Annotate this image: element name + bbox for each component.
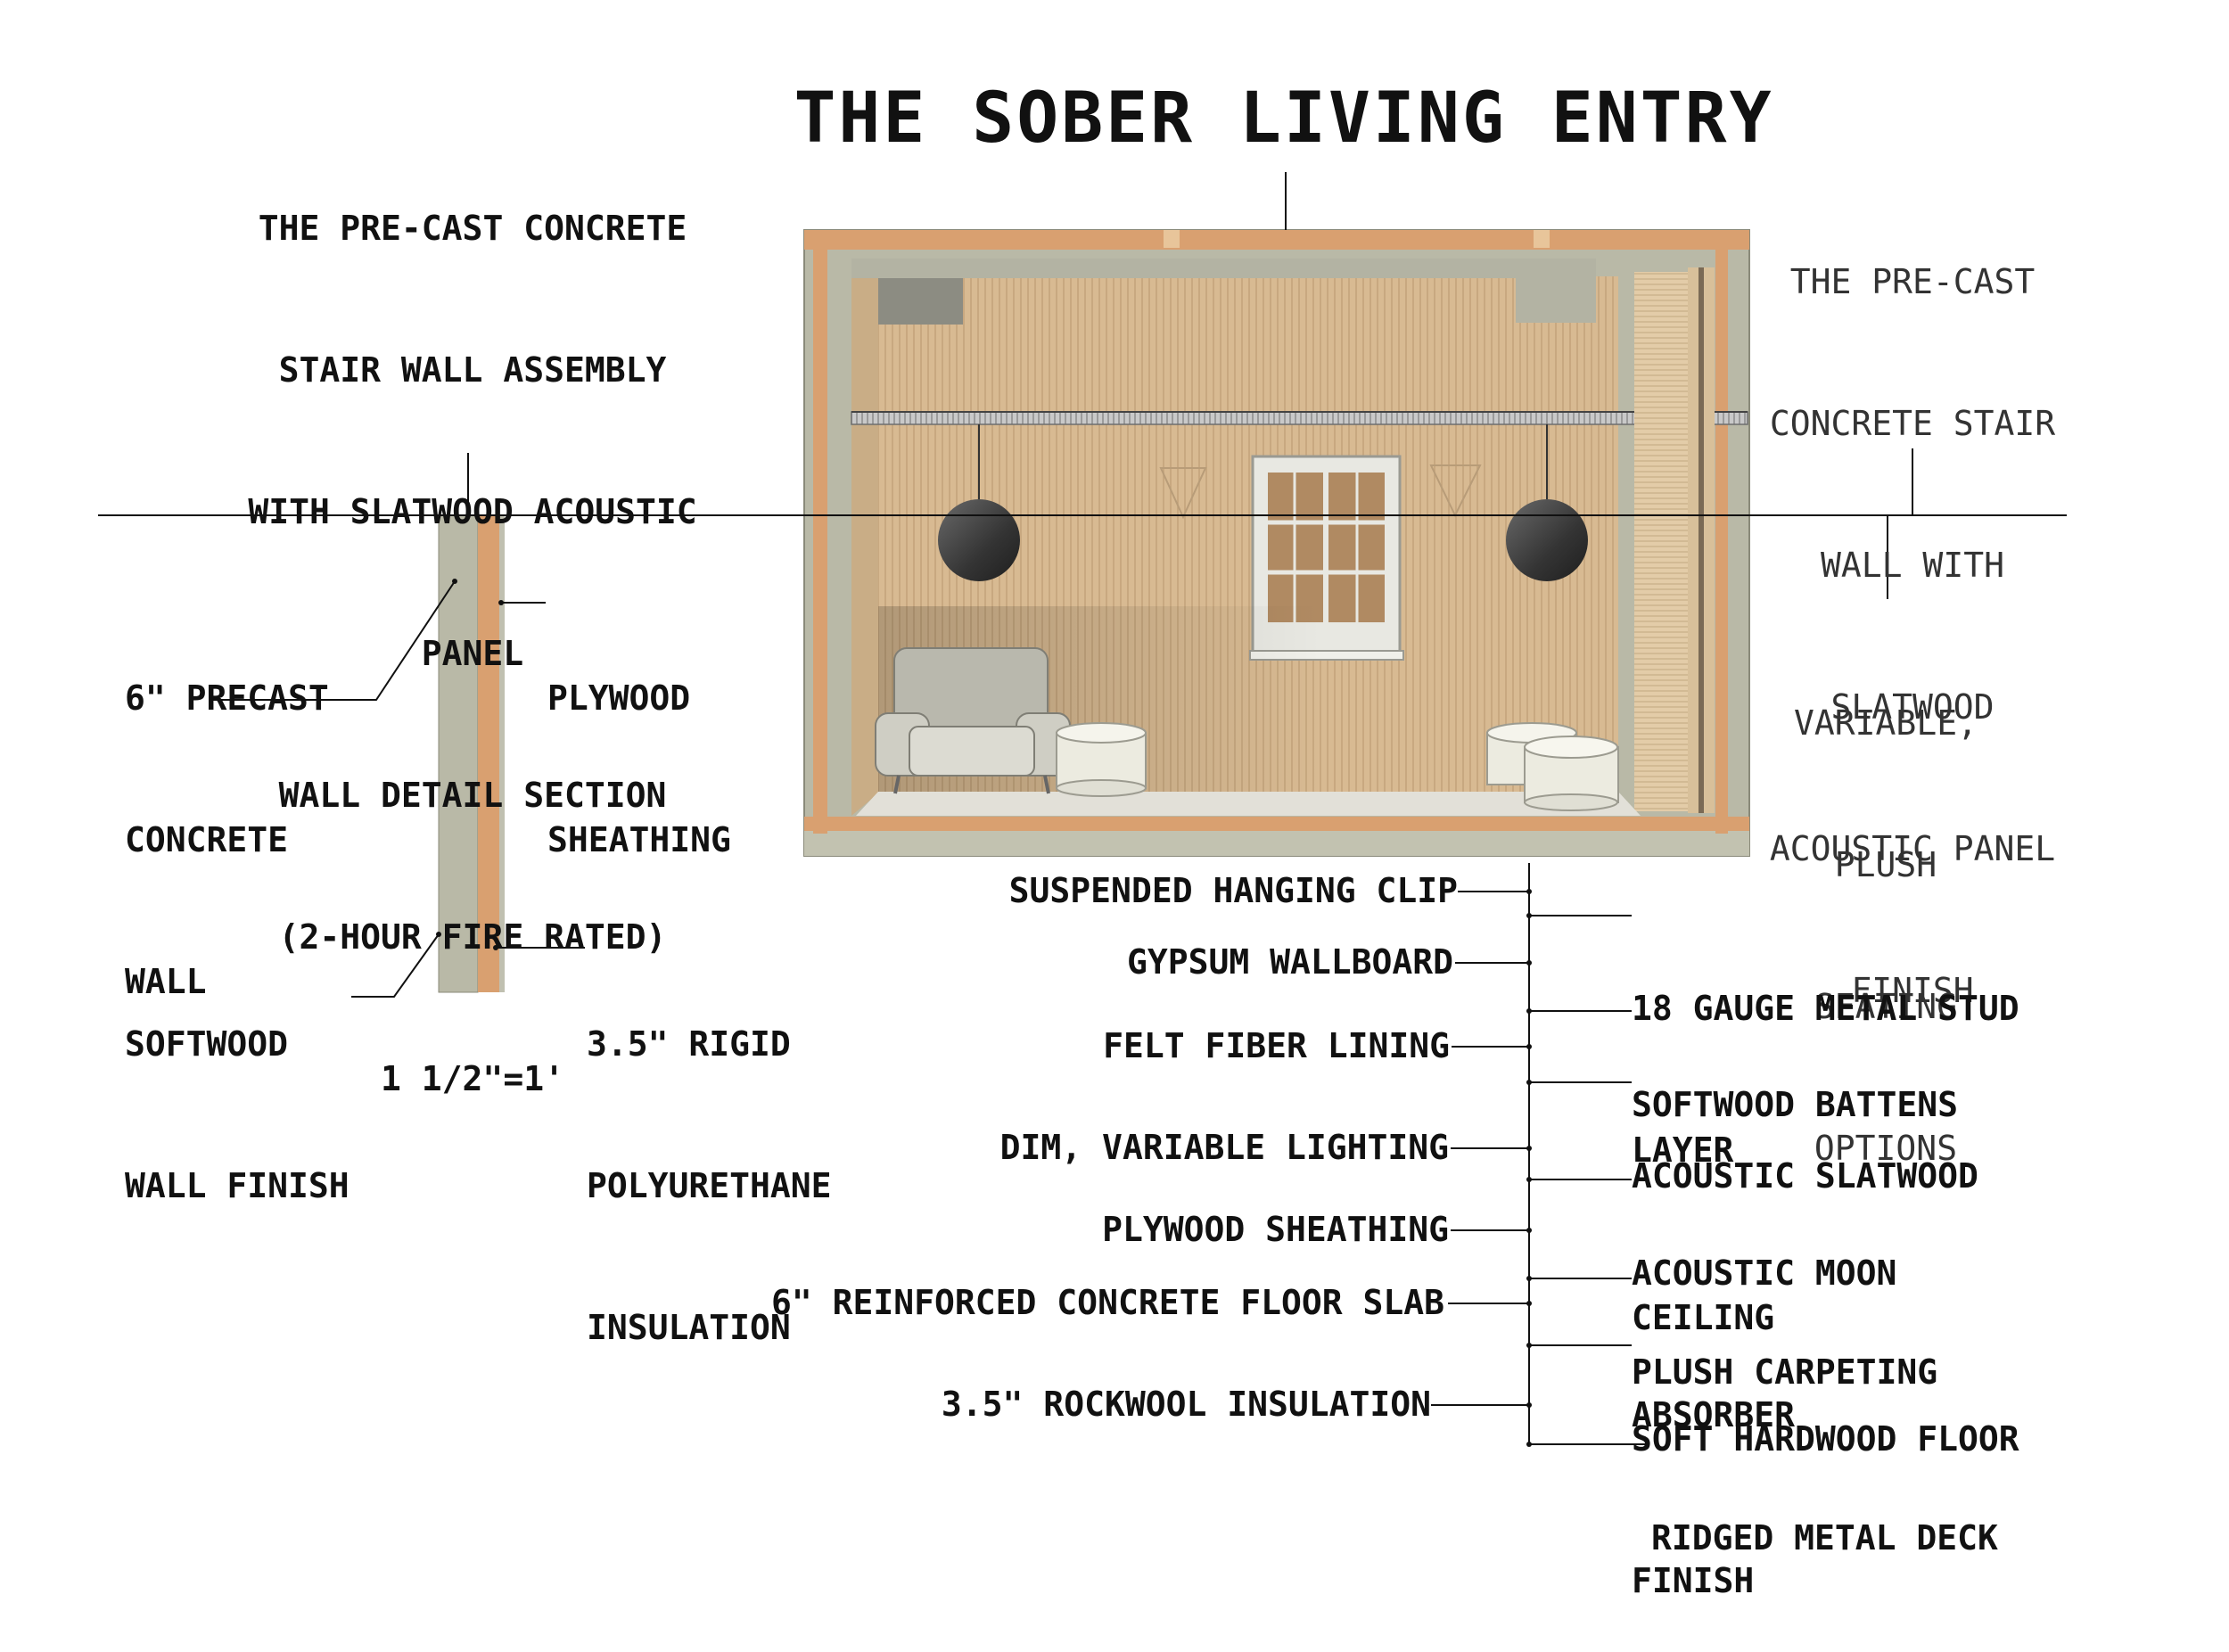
ottoman-right-front [1524,736,1619,811]
acoustic-slatwood-ceiling [851,411,1748,425]
label-plywood: PLYWOOD SHEATHING [547,678,731,859]
callout-battens: SOFTWOOD BATTENS [1632,1085,1959,1124]
section-drawing [98,172,2067,1447]
callout-hanging-clip: SUSPENDED HANGING CLIP [1008,871,1458,910]
plush-carpet [856,792,1641,816]
roof-wood-strip [804,230,1749,250]
wall-detail-section [438,514,505,993]
leader-dots [436,579,1532,1447]
room-section [803,229,1750,857]
wall-sconce-left [1159,467,1207,520]
callout-metal-deck: RIDGED METAL DECK [1651,1518,1998,1557]
wall-insulation-layer [478,515,499,992]
callout-rockwool: 3.5" ROCKWOOL INSULATION [941,1385,1431,1424]
floor-wood-strip [804,817,1749,831]
label-softwood-finish: SOFTWOOD WALL FINISH [125,1024,350,1205]
callout-moon-absorber: ACOUSTIC MOON ABSORBER [1632,1253,1897,1434]
callout-slatwood-ceiling: ACOUSTIC SLATWOOD CEILING [1632,1156,1978,1337]
seating-note: VARIABLE, PLUSH SEATING OPTIONS [1794,703,1978,1168]
ceiling-soffit [851,259,1596,278]
callout-floor-slab: 6" REINFORCED CONCRETE FLOOR SLAB [771,1283,1444,1322]
wall-finish-layer [499,515,505,992]
right-wall-battens [1634,272,1688,811]
drawing-title: THE SOBER LIVING ENTRY [794,78,1774,159]
callout-metal-stud: 18 GAUGE METAL STUD LAYER [1632,989,2019,1170]
callout-plywood: PLYWOOD SHEATHING [1102,1210,1449,1249]
label-precast-wall: 6" PRECAST CONCRETE WALL [125,678,329,1001]
wall-sconce-right [1429,464,1482,518]
leader-lines [98,172,2067,1445]
left-side-wall [851,267,878,816]
section-heading: THE PRE-CAST CONCRETE STAIR WALL ASSEMBL… [248,209,697,1098]
finish-note: THE PRE-CAST CONCRETE STAIR WALL WITH SL… [1769,262,2056,1010]
callout-felt: FELT FIBER LINING [1103,1026,1450,1065]
pendant-light-left [938,499,1020,581]
armchair [875,647,1071,794]
pendant-light-right [1506,499,1588,581]
label-rigid-insulation: 3.5" RIGID POLYURETHANE INSULATION [587,1024,832,1347]
left-wall-wood [813,241,827,834]
callout-gypsum: GYPSUM WALLBOARD [1126,942,1453,982]
callout-lighting: DIM, VARIABLE LIGHTING [999,1128,1449,1167]
ottoman-left [1056,722,1147,797]
callout-carpeting: PLUSH CARPETING [1632,1352,1938,1392]
